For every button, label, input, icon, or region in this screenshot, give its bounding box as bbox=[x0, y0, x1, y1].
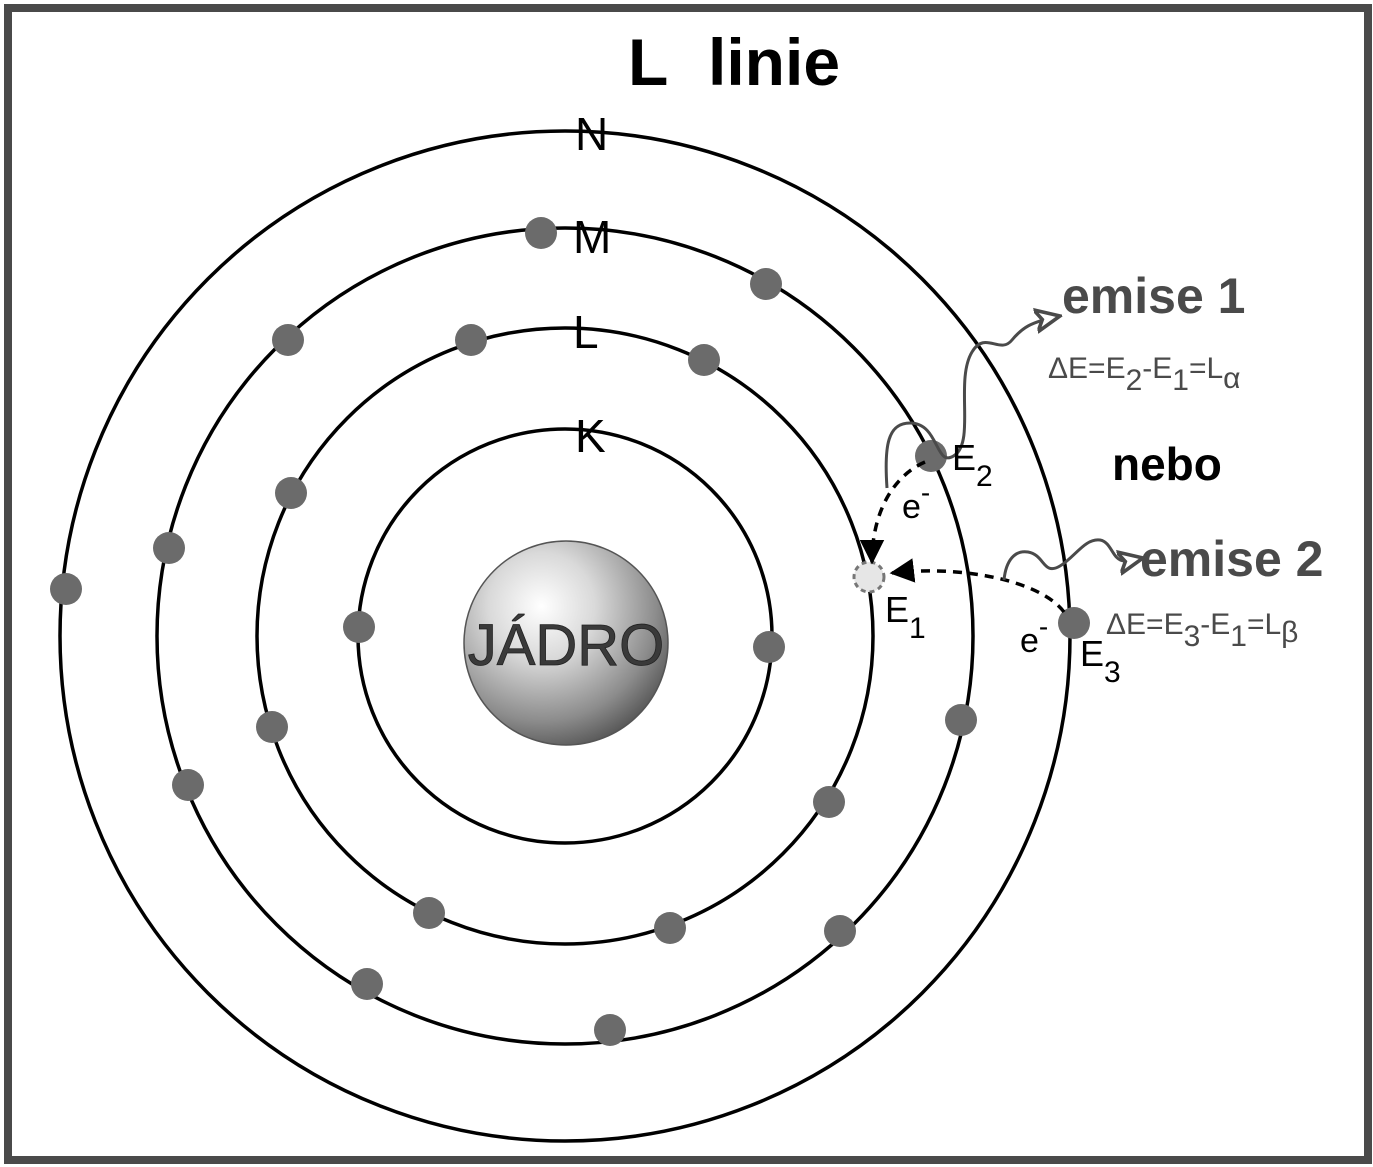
electron bbox=[688, 344, 720, 376]
title-word: linie bbox=[708, 25, 840, 99]
transition-arrow-e2-e1 bbox=[859, 460, 926, 565]
electrons-l-shell bbox=[256, 324, 845, 944]
electron bbox=[343, 611, 375, 643]
electron bbox=[413, 897, 445, 929]
frame-border bbox=[4, 4, 1372, 1164]
shell-label-m: M bbox=[573, 211, 611, 263]
electron bbox=[275, 477, 307, 509]
shell-label-n: N bbox=[575, 108, 608, 160]
electron bbox=[753, 631, 785, 663]
emission-1-formula: ΔE=E2-E1=Lα bbox=[1048, 352, 1241, 397]
electron bbox=[455, 324, 487, 356]
electron bbox=[153, 532, 185, 564]
electron-symbol-2: e- bbox=[1020, 611, 1048, 660]
electron bbox=[750, 268, 782, 300]
electron bbox=[594, 1014, 626, 1046]
electron bbox=[50, 573, 82, 605]
electron bbox=[256, 711, 288, 743]
or-label: nebo bbox=[1112, 438, 1222, 490]
shell-label-l: L bbox=[573, 306, 599, 358]
electrons-n-shell bbox=[50, 573, 1090, 639]
electron bbox=[654, 912, 686, 944]
transition-arrow-e3-e1 bbox=[889, 558, 1066, 614]
electron-symbol-1: e- bbox=[902, 477, 930, 526]
emission-2-formula: ΔE=E3-E1=Lβ bbox=[1106, 608, 1298, 653]
shell-label-k: K bbox=[575, 410, 606, 462]
photon-wave-emission-2 bbox=[1002, 538, 1143, 581]
photon-wave-emission-1 bbox=[884, 316, 1060, 489]
shell-l-orbit bbox=[255, 326, 875, 946]
electron bbox=[272, 324, 304, 356]
nucleus bbox=[463, 540, 669, 746]
shell-m-orbit bbox=[155, 226, 975, 1046]
vacancy-e1 bbox=[852, 560, 886, 594]
electron bbox=[813, 786, 845, 818]
electron-e3 bbox=[1058, 607, 1090, 639]
electron bbox=[945, 704, 977, 736]
emission-1-label: emise 1 bbox=[1062, 268, 1245, 324]
emission-2-label: emise 2 bbox=[1140, 531, 1323, 587]
label-e3: E3 bbox=[1080, 633, 1121, 689]
electron bbox=[525, 217, 557, 249]
electron bbox=[172, 769, 204, 801]
electron bbox=[824, 915, 856, 947]
electrons-k-shell bbox=[343, 611, 785, 663]
label-e1: E1 bbox=[885, 589, 926, 645]
title-letter: L bbox=[628, 25, 668, 99]
label-e2: E2 bbox=[952, 437, 993, 493]
nucleus-label: JÁDRO bbox=[468, 613, 665, 678]
electron bbox=[351, 968, 383, 1000]
